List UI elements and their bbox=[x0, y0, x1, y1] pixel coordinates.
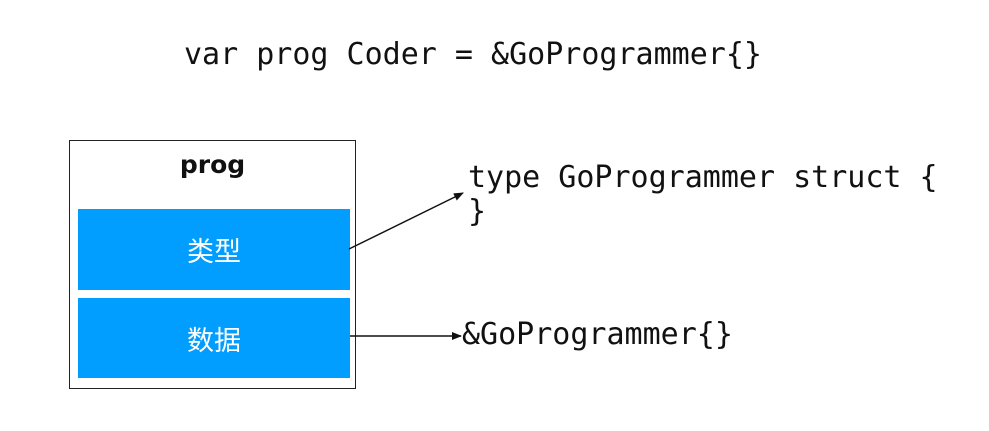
type-arrow bbox=[348, 192, 464, 250]
struct-line-1: type GoProgrammer struct { bbox=[468, 160, 938, 195]
data-cell: 数据 bbox=[78, 298, 350, 378]
struct-line-2: } bbox=[468, 194, 487, 229]
code-declaration: var prog Coder = &GoProgrammer{} bbox=[184, 37, 762, 72]
box-label: prog bbox=[179, 150, 246, 179]
interface-variable-box: prog 类型 数据 bbox=[69, 140, 356, 389]
struct-definition: type GoProgrammer struct { } bbox=[468, 161, 938, 229]
type-cell: 类型 bbox=[78, 209, 350, 290]
data-value-text: &GoProgrammer{} bbox=[462, 317, 733, 352]
